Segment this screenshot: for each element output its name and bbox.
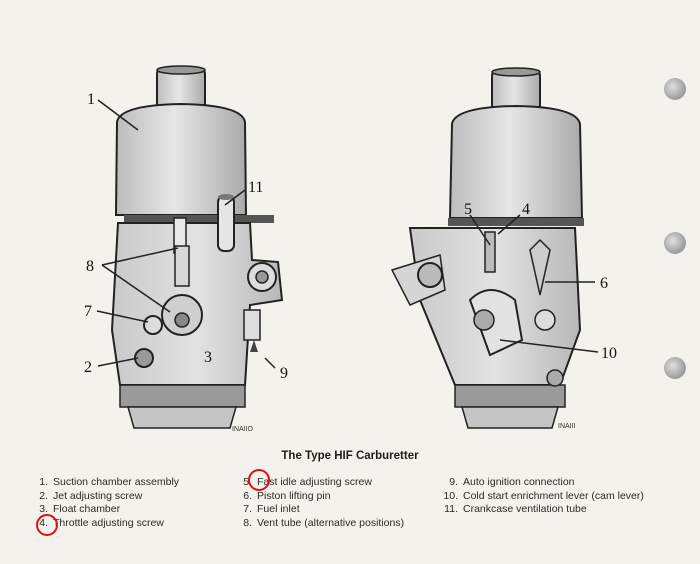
callout-4: 4 — [522, 201, 530, 218]
callout-8: 8 — [86, 258, 94, 275]
highlight-circle-item-4 — [36, 514, 58, 536]
left-figure-code: INAIIO — [232, 426, 254, 433]
legend-item-9: 9.Auto ignition connection — [449, 476, 575, 488]
legend-item-6: 6.Piston lifting pin — [243, 489, 331, 502]
highlight-circle-item-5 — [248, 469, 270, 491]
callout-5: 5 — [464, 201, 472, 218]
callout-7: 7 — [84, 303, 92, 320]
legend-item-3: 3.Float chamber — [39, 503, 121, 516]
callout-1: 1 — [87, 91, 95, 108]
legend-column-2: 5.Fast idle adjusting screw 6.Piston lif… — [234, 476, 432, 530]
binder-hole-bottom — [664, 357, 686, 379]
legend-item-2: 2.Jet adjusting screw — [39, 489, 143, 502]
legend-item-7: 7.Fuel inlet — [243, 503, 300, 516]
right-carburetter-view — [390, 67, 599, 429]
legend-item-10: 10.Cold start enrichment lever (cam leve… — [443, 489, 644, 502]
callout-9: 9 — [280, 365, 288, 382]
legend-item-4: 4.Throttle adjusting screw — [39, 516, 164, 529]
figure-caption: The Type HIF Carburetter — [281, 450, 419, 462]
callout-11: 11 — [248, 179, 263, 196]
binder-hole-top — [664, 78, 686, 100]
callout-10: 10 — [601, 345, 617, 362]
binder-hole-middle — [664, 232, 686, 254]
legend-item-11: 11.Crankcase ventilation tube — [444, 503, 587, 516]
legend-item-5: 5.Fast idle adjusting screw — [243, 476, 372, 488]
left-carburetter-view — [96, 65, 284, 429]
left-suction-chamber — [114, 102, 248, 216]
callout-2: 2 — [84, 359, 92, 376]
legend-item-1: 1.Suction chamber assembly — [39, 476, 180, 488]
callout-6: 6 — [600, 275, 608, 292]
callout-3: 3 — [204, 349, 212, 366]
right-cam-lever — [468, 289, 524, 357]
right-suction-chamber — [448, 104, 584, 219]
legend-column-1: 1.Suction chamber assembly 2.Jet adjusti… — [30, 476, 230, 530]
legend-item-8: 8.Vent tube (alternative positions) — [243, 516, 405, 529]
right-figure-code: INAIII — [558, 423, 576, 430]
legend-column-3: 9.Auto ignition connection 10.Cold start… — [440, 476, 662, 517]
carburetter-diagram: 1 11 8 7 2 3 9 5 4 6 10 INAIIO INAIII — [84, 65, 617, 433]
